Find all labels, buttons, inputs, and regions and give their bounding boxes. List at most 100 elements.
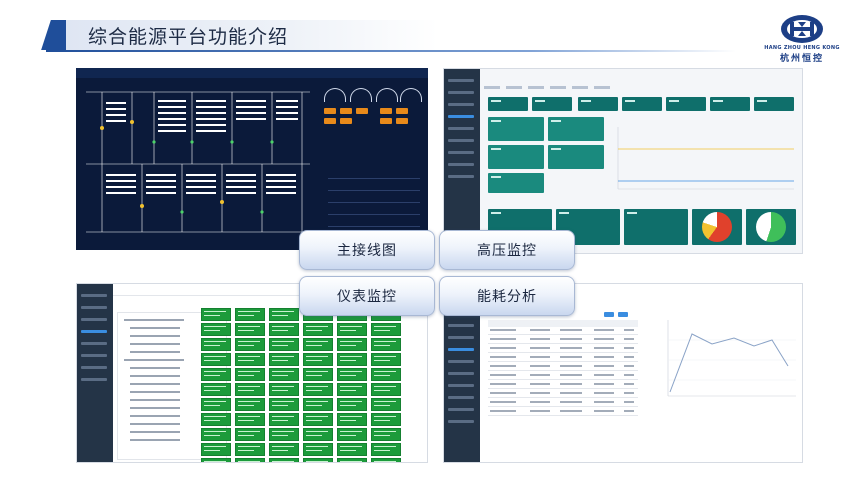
company-logo-icon [781,15,823,43]
status-box [710,97,750,111]
energy-analysis-button[interactable]: 能耗分析 [439,276,575,316]
table-cell [490,365,516,367]
meter-card [371,398,401,411]
meter-card [303,443,333,456]
table-cell [490,410,516,412]
table-row [488,415,638,416]
table-cell [530,347,550,349]
meter-card [201,368,231,381]
status-tag [356,108,368,114]
meter-card [337,428,367,441]
table-row [488,370,638,371]
table-cell [560,356,582,358]
status-box [488,97,528,111]
table-row [488,379,638,380]
status-box [666,97,706,111]
table-cell [560,383,582,385]
table-cell [560,392,582,394]
query-button [604,312,614,317]
status-tag [340,118,352,124]
meter-card [235,368,265,381]
meter-card [303,428,333,441]
meter-card [235,428,265,441]
export-button [618,312,628,317]
meter-card [269,458,299,462]
meter-card [235,443,265,456]
meter-card [337,398,367,411]
meter-card [303,413,333,426]
hv-monitor-screenshot [443,68,803,254]
app-sidebar [444,69,480,253]
metric-card [488,117,544,141]
chart-gridline [328,226,420,227]
table-cell [530,329,550,331]
main-wiring-screenshot [76,68,428,250]
meter-card [303,368,333,381]
hv-monitor-button[interactable]: 高压监控 [439,230,575,270]
metric-card [548,117,604,141]
status-tag [380,108,392,114]
meter-card [269,383,299,396]
meter-card [201,323,231,336]
meter-card [371,353,401,366]
gauge-2 [350,88,372,102]
meter-card [269,368,299,381]
table-cell [490,338,516,340]
table-cell [530,356,550,358]
meter-card [201,413,231,426]
title-band [66,20,438,50]
meter-card [201,398,231,411]
meter-card [235,308,265,321]
table-cell [594,392,614,394]
meter-card [235,398,265,411]
diagram-side-panel [320,82,424,247]
table-cell [624,338,634,340]
table-cell [594,401,614,403]
meter-card [337,368,367,381]
app-sidebar [77,284,113,462]
meter-card [269,398,299,411]
table-cell [624,392,634,394]
main-wiring-button[interactable]: 主接线图 [299,230,435,270]
meter-card [303,398,333,411]
meter-card [201,308,231,321]
table-cell [530,374,550,376]
table-cell [624,347,634,349]
meter-card [235,458,265,462]
single-line-diagram [86,91,310,233]
chart-gridline [328,214,420,215]
table-row [488,397,638,398]
table-cell [490,401,516,403]
meter-card [371,383,401,396]
gauge-1 [324,88,346,102]
status-box [578,97,618,111]
meter-monitor-button[interactable]: 仪表监控 [299,276,435,316]
meter-card [201,428,231,441]
table-cell [530,383,550,385]
table-row [488,361,638,362]
table-cell [490,383,516,385]
status-box [532,97,572,111]
status-tag [396,108,408,114]
logo-english-name: HANG ZHOU HENG KONG [764,45,840,51]
diagram-topbar [76,68,428,78]
meter-card [337,383,367,396]
table-cell [560,401,582,403]
slide-title: 综合能源平台功能介绍 [88,26,289,48]
meter-card [269,353,299,366]
meter-card [269,308,299,321]
table-cell [560,410,582,412]
company-logo: HANG ZHOU HENG KONG 杭州恒控 [764,14,840,70]
table-cell [624,401,634,403]
table-row [488,388,638,389]
table-cell [530,401,550,403]
meter-card [303,338,333,351]
meter-card [269,428,299,441]
meter-card [337,413,367,426]
summary-card [624,209,688,245]
meter-card [337,323,367,336]
meter-card [371,413,401,426]
table-cell [530,392,550,394]
table-header [488,320,638,327]
